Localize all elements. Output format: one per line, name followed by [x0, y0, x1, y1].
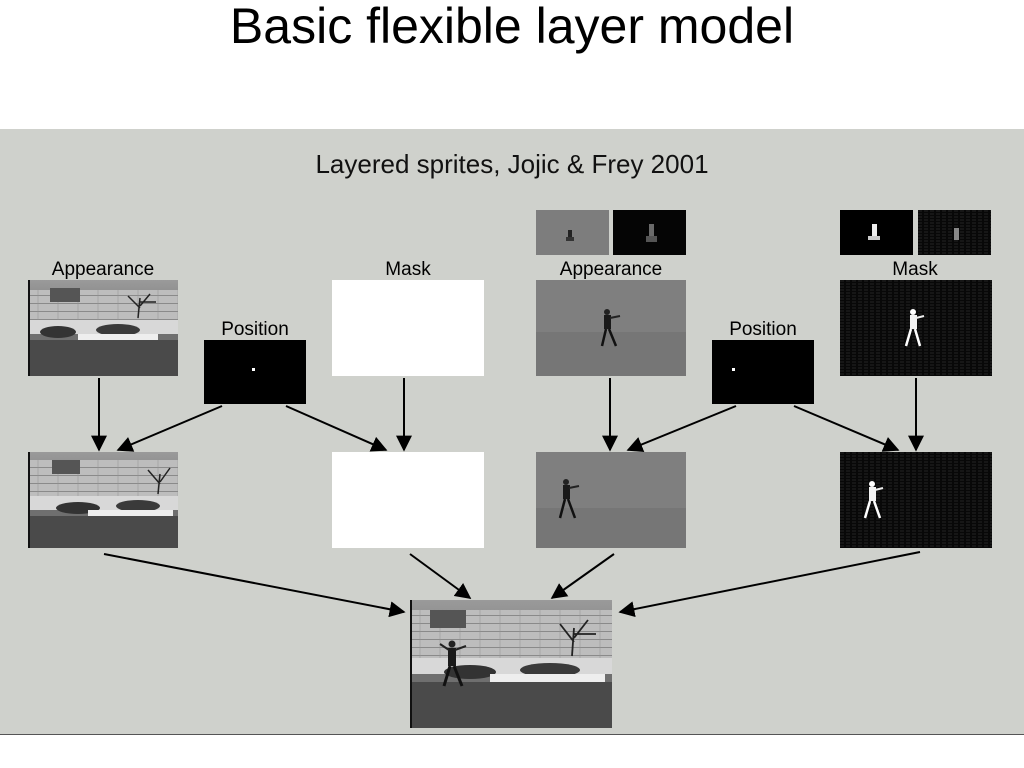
bottom-divider — [0, 734, 1024, 735]
arrow-bg-to-output — [103, 553, 406, 618]
arrow-sprite-position-right — [793, 405, 900, 452]
transformed-sprite-appearance — [536, 452, 686, 548]
background-mask-image — [332, 280, 484, 376]
arrow-sprite-position-left — [626, 405, 737, 452]
sprite-mask-thumb-1 — [840, 210, 913, 255]
label-mask-background: Mask — [385, 259, 431, 280]
arrow-bg-position-left — [116, 405, 223, 452]
transformed-background-image — [28, 452, 178, 548]
arrow-spritemask-to-output — [618, 551, 921, 618]
transformed-sprite-mask — [840, 452, 992, 548]
label-appearance-background: Appearance — [51, 259, 155, 280]
arrow-bgmask-to-output — [409, 553, 472, 599]
label-appearance-sprite: Appearance — [559, 259, 663, 280]
transformed-background-mask — [332, 452, 484, 548]
sprite-appearance-thumb-1 — [536, 210, 609, 255]
label-position-background: Position — [221, 319, 289, 340]
position-dot-icon — [252, 368, 255, 371]
label-mask-sprite: Mask — [892, 259, 938, 280]
label-position-sprite: Position — [729, 319, 797, 340]
position-dot-icon — [732, 368, 735, 371]
sprite-appearance-image — [536, 280, 686, 376]
background-position-map — [204, 340, 306, 404]
sprite-mask-image — [840, 280, 992, 376]
slide-title: Basic flexible layer model — [229, 0, 795, 54]
composited-output-image — [410, 600, 612, 728]
sprite-mask-thumb-2 — [918, 210, 991, 255]
background-appearance-image — [28, 280, 178, 376]
arrow-sprite-to-output — [550, 553, 615, 599]
sprite-appearance-thumb-2 — [613, 210, 686, 255]
arrow-bg-position-right — [285, 405, 388, 452]
sprite-position-map — [712, 340, 814, 404]
figure-caption: Layered sprites, Jojic & Frey 2001 — [315, 149, 709, 179]
